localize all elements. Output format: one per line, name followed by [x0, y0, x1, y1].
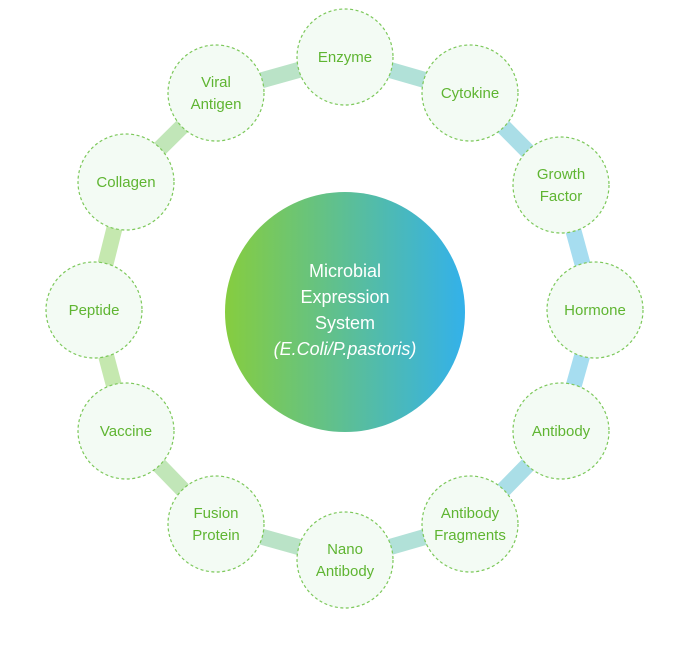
- node-label: Viral: [201, 74, 231, 91]
- node-label: Antibody: [532, 423, 591, 440]
- node-circle: [512, 136, 610, 234]
- node-circle: [421, 44, 519, 142]
- node-label: Hormone: [564, 302, 626, 319]
- center-title-line-1: Microbial: [309, 261, 381, 281]
- center-circle: [225, 192, 465, 432]
- node-label: Antigen: [191, 96, 242, 113]
- node-circle: [296, 511, 394, 609]
- node-cytokine: Cytokine: [421, 44, 519, 142]
- node-label: Protein: [192, 527, 240, 544]
- node-circle: [296, 8, 394, 106]
- node-circle: [77, 133, 175, 231]
- node-circle: [45, 261, 143, 359]
- node-label: Growth: [537, 166, 585, 183]
- node-label: Factor: [540, 188, 583, 205]
- node-label: Nano: [327, 541, 363, 558]
- node-label: Vaccine: [100, 423, 152, 440]
- center-title-line-2: Expression: [300, 287, 389, 307]
- node-circle: [77, 382, 175, 480]
- node-label: Cytokine: [441, 85, 499, 102]
- node-label: Fragments: [434, 527, 506, 544]
- node-enzyme: Enzyme: [296, 8, 394, 106]
- node-circle: [512, 382, 610, 480]
- node-label: Collagen: [96, 174, 155, 191]
- node-peptide: Peptide: [45, 261, 143, 359]
- node-circle: [167, 44, 265, 142]
- node-antibody: Antibody: [512, 382, 610, 480]
- node-label: Antibody: [441, 505, 500, 522]
- node-collagen: Collagen: [77, 133, 175, 231]
- node-label: Antibody: [316, 563, 375, 580]
- node-vaccine: Vaccine: [77, 382, 175, 480]
- node-circle: [167, 475, 265, 573]
- node-circle: [546, 261, 644, 359]
- center-subtitle: (E.Coli/P.pastoris): [274, 339, 417, 359]
- node-hormone: Hormone: [546, 261, 644, 359]
- center-hub: Microbial Expression System (E.Coli/P.pa…: [225, 192, 465, 432]
- node-label: Fusion: [193, 505, 238, 522]
- node-label: Peptide: [69, 302, 120, 319]
- node-circle: [421, 475, 519, 573]
- node-label: Enzyme: [318, 49, 372, 66]
- product-nodes: EnzymeCytokineGrowthFactorHormoneAntibod…: [45, 8, 644, 609]
- center-title-line-3: System: [315, 313, 375, 333]
